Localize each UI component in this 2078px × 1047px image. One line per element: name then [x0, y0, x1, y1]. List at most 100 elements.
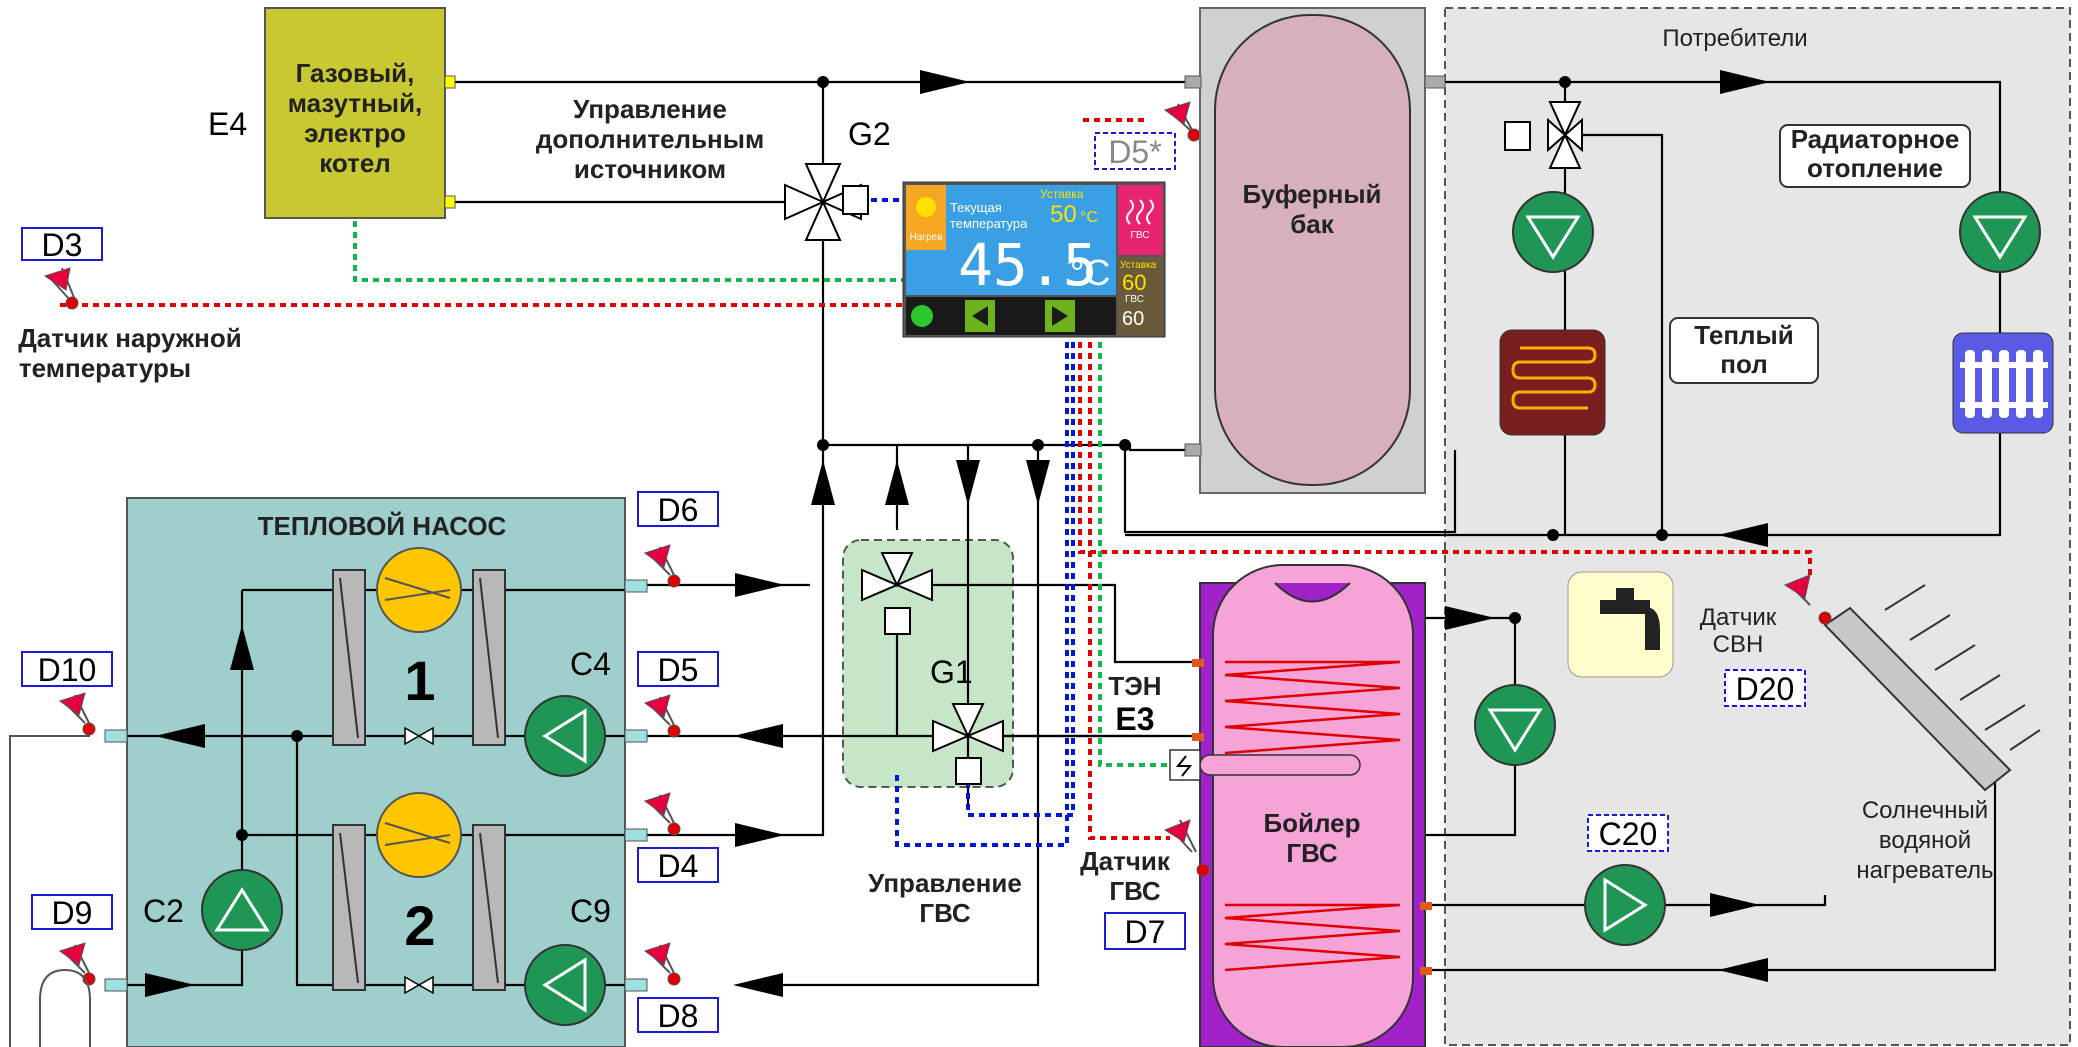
tag-c4: C4 [570, 646, 611, 682]
tag-c20 [1587, 814, 1669, 852]
pump-c2 [201, 869, 283, 951]
sensor-svn-line2: СВН [1713, 631, 1764, 658]
controller-unit: °C [1070, 252, 1110, 293]
tap-icon [1567, 571, 1674, 678]
sun-icon [916, 197, 936, 217]
signal-e4 [353, 210, 905, 282]
tag-c2: C2 [143, 893, 184, 929]
buffer-tank [1214, 14, 1411, 486]
extra-source-line1: Управление [573, 94, 727, 124]
consumers-title: Потребители [1662, 25, 1807, 52]
dhw-coil-bottom [1224, 903, 1401, 972]
radiator-label-box [1779, 124, 1971, 188]
boiler-e4-line4: котел [319, 148, 391, 178]
dhw-control-line2: ГВС [919, 898, 971, 928]
tag-g2: G2 [848, 116, 891, 152]
boiler-e4-line3: электро [304, 118, 406, 148]
sensor-svn-line1: Датчик [1700, 604, 1777, 631]
tag-d10-text: D10 [38, 652, 97, 688]
controller: Нагрев Текущая температура Уставка 50 °C… [902, 181, 1166, 338]
tag-d9 [31, 894, 113, 930]
ground-loop [39, 968, 91, 1047]
controller-dhw-setpoint-label: Уставка [1120, 260, 1157, 271]
pump-c20 [1584, 864, 1666, 946]
controller-current-label-2: температура [950, 216, 1028, 231]
valve-g1-top [861, 552, 933, 635]
floor-line2: пол [1720, 349, 1767, 379]
controller-heat-tile [906, 185, 946, 250]
signal-e3 [1098, 320, 1170, 767]
heat-pump-title: ТЕПЛОВОЙ НАСОС [258, 511, 507, 541]
controller-current-label-1: Текущая [950, 200, 1002, 215]
tag-d7 [1104, 912, 1186, 950]
tag-d20-text: D20 [1736, 671, 1795, 707]
tag-d8 [637, 997, 719, 1033]
solar-line3: нагреватель [1856, 857, 1993, 884]
signal-d7 [1088, 320, 1170, 840]
pump-c9 [524, 944, 606, 1026]
boiler-e4-line2: мазутный, [288, 88, 423, 118]
sensor-d3-line2: температуры [19, 353, 191, 383]
controller-dhw-label: ГВС [1131, 230, 1150, 241]
tag-d8-text: D8 [658, 998, 699, 1034]
tag-d10 [21, 651, 113, 687]
sensor-d3-icon [43, 267, 79, 310]
dhw-boiler [1212, 564, 1414, 1047]
tag-d5-text: D5 [658, 652, 699, 688]
tag-d5star-text: D5* [1108, 134, 1161, 170]
heater-e3-line2: Е3 [1115, 701, 1154, 737]
boiler-e4-line1: Газовый, [296, 58, 415, 88]
sensor-d7-line2: ГВС [1109, 876, 1161, 906]
floor-heating-coil-icon [1499, 329, 1606, 436]
signal-d20 [1078, 320, 1812, 580]
tag-d3 [21, 227, 103, 261]
buffer-line1: Буферный [1242, 179, 1381, 209]
sensor-d3-line1: Датчик наружной [18, 323, 242, 353]
radiator-line1: Радиаторное [1791, 124, 1960, 154]
solar-collector [1818, 606, 2012, 792]
flow-arrows [145, 70, 1770, 997]
extra-source-line3: источником [574, 154, 726, 184]
mixing-valve [1504, 101, 1583, 169]
tag-d20 [1724, 669, 1806, 707]
tag-d7-text: D7 [1125, 914, 1166, 950]
dhw-coil-top [1224, 660, 1401, 755]
tag-d5 [637, 651, 719, 687]
heater-e3-line1: ТЭН [1108, 671, 1161, 701]
controller-dhw-sub-label: ГВС [1125, 294, 1144, 305]
dhw-boiler-line1: Бойлер [1263, 808, 1360, 838]
controller-dhw-current-value: 60 [1122, 308, 1144, 330]
compressor-1-icon [376, 547, 462, 633]
signal-g1-b [966, 320, 1075, 817]
junction-dots [236, 76, 1668, 841]
dhw-control-line1: Управление [868, 868, 1022, 898]
hp-connectors [104, 579, 648, 992]
valve-g1-bottom [932, 703, 1004, 785]
floor-line1: Теплый [1694, 320, 1793, 350]
buffer-line2: бак [1290, 209, 1335, 239]
unit-1-number: 1 [404, 649, 435, 712]
controller-dhw-setpoint-value: 60 [1122, 270, 1146, 295]
radiator-icon [1952, 332, 2054, 434]
controller-heat-label: Нагрев [910, 232, 943, 243]
arrow-left-icon [972, 306, 988, 326]
controller-setpoint-label: Уставка [1040, 187, 1084, 201]
sensor-svn-icon [1783, 574, 1811, 606]
pump-floor [1512, 191, 1594, 273]
tag-c9: C9 [570, 893, 611, 929]
tag-d4 [637, 847, 719, 883]
heat-exchangers [332, 569, 506, 991]
pump-radiator [1959, 191, 2041, 273]
tag-e4: E4 [208, 106, 247, 142]
controller-dhw-tile [1118, 185, 1163, 255]
sensor-d7-icon [1163, 819, 1210, 877]
extra-source-line2: дополнительным [536, 124, 764, 154]
tag-c20-text: C20 [1599, 816, 1658, 852]
boiler-e4 [264, 7, 446, 219]
expansion-valves [404, 726, 434, 995]
compressor-2-icon [376, 792, 462, 878]
heater-e3-element [1199, 754, 1361, 776]
controller-current-value: 45.5 [958, 231, 1098, 299]
controller-setpoint-unit: °C [1080, 209, 1098, 226]
radiator-line2: отопление [1807, 153, 1943, 183]
